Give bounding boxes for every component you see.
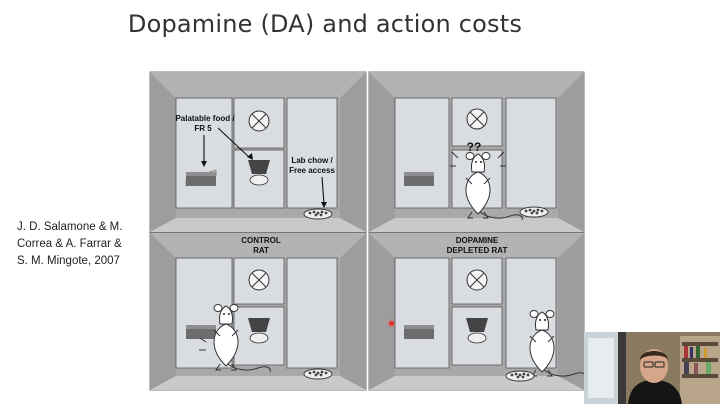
- citation-line: J. D. Salamone & M.: [17, 221, 123, 233]
- food-label-line1: Palatable food /: [175, 114, 235, 123]
- food-receptacle-icon: [248, 318, 270, 344]
- webcam-presenter: [584, 332, 720, 404]
- lever-icon: [404, 325, 434, 339]
- chow-label-line1: Lab chow /: [291, 156, 333, 165]
- question-marks: ??: [467, 140, 482, 154]
- control-rat-label-line2: RAT: [253, 246, 269, 255]
- citation-line: S. M. Mingote, 2007: [17, 255, 120, 267]
- chow-label-line2: Free access: [289, 166, 335, 175]
- control-rat-label-line1: CONTROL: [241, 236, 281, 245]
- citation: J. D. Salamone & M. Correa & A. Farrar &…: [17, 219, 142, 270]
- dopamine-rat-label-line1: DOPAMINE: [456, 236, 499, 245]
- presenter-video-icon: [584, 332, 720, 404]
- cue-light-icon: [466, 269, 488, 291]
- lever-icon: [404, 172, 434, 186]
- food-dish-icon: [303, 208, 333, 220]
- food-receptacle-icon: [248, 160, 270, 186]
- lever-icon: [185, 169, 217, 187]
- operant-box-panel-3: CONTROL RAT: [149, 232, 367, 391]
- cue-light-icon: [248, 110, 270, 132]
- citation-line: Correa & A. Farrar &: [17, 238, 122, 250]
- operant-box-panel-4: DOPAMINE DEPLETED RAT: [368, 232, 587, 391]
- lever-icon: [186, 325, 216, 339]
- food-receptacle-icon: [466, 318, 488, 344]
- slide-title: Dopamine (DA) and action costs: [127, 10, 523, 38]
- food-label-line2: FR 5: [194, 124, 212, 133]
- food-dish-icon: [505, 370, 535, 382]
- cue-light-icon: [466, 108, 488, 130]
- food-dish-icon: [519, 206, 549, 218]
- operant-box-panel-1: Palatable food / FR 5 Lab chow / Free ac…: [149, 71, 367, 233]
- laser-pointer-dot: [389, 321, 394, 326]
- chow-pointer-arrow: [321, 176, 325, 205]
- cue-light-icon: [248, 269, 270, 291]
- food-dish-icon: [303, 368, 333, 380]
- operant-box-panel-2: ??: [368, 71, 585, 233]
- dopamine-rat-label-line2: DEPLETED RAT: [447, 246, 508, 255]
- food-pointer-arrow-2: [217, 127, 251, 159]
